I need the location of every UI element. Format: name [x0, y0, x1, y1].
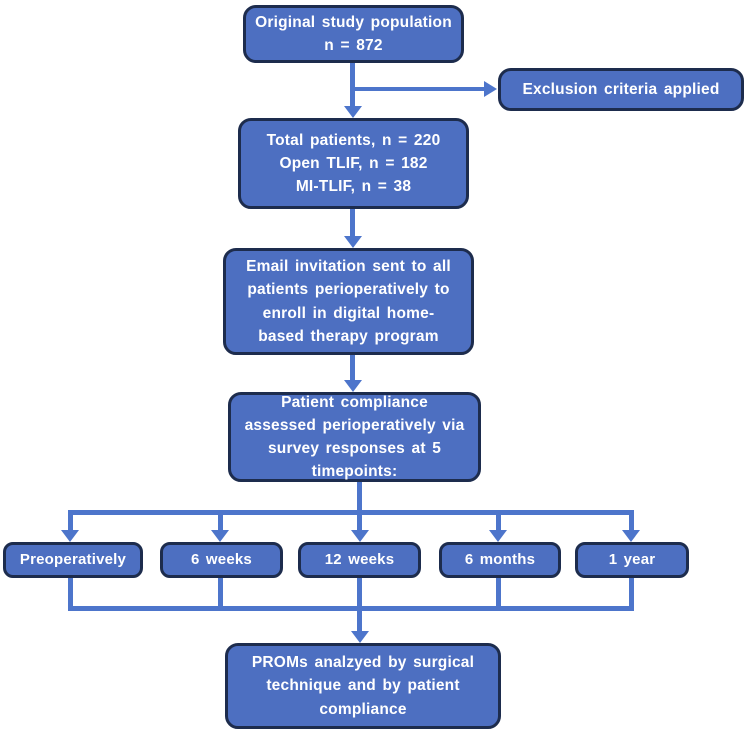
- arrow-line-original-to-total: [350, 62, 355, 106]
- node-original-population: Original study population n = 872: [243, 5, 464, 63]
- node-timepoint-6-months: 6 months: [439, 542, 561, 578]
- collector-stub-line: [218, 577, 223, 608]
- node-text: Patient compliance assessed perioperativ…: [244, 393, 465, 481]
- node-text-line: MI-TLIF, n = 38: [295, 178, 412, 196]
- node-text: Email invitation sent to all patients pe…: [246, 258, 451, 345]
- node-timepoint-6-weeks: 6 weeks: [160, 542, 283, 578]
- node-text-line: Open TLIF, n = 182: [279, 154, 428, 172]
- arrow-line-collector-to-proms: [357, 606, 362, 632]
- node-timepoint-1-year: 1 year: [575, 542, 689, 578]
- arrowhead-right-icon: [484, 81, 497, 97]
- arrow-line-total-to-email: [350, 207, 355, 236]
- node-text-line: 1 year: [608, 551, 656, 568]
- arrowhead-down-icon: [344, 106, 362, 118]
- collector-stub-line: [68, 577, 73, 608]
- node-proms-analyzed: PROMs analzyed by surgical technique and…: [225, 643, 501, 729]
- node-timepoint-preoperatively: Preoperatively: [3, 542, 143, 578]
- node-text-line: Preoperatively: [19, 551, 127, 568]
- collector-stub-line: [357, 577, 362, 608]
- arrowhead-down-icon: [489, 530, 507, 542]
- node-text-line: 12 weeks: [324, 551, 395, 568]
- arrow-line-email-to-compliance: [350, 354, 355, 380]
- node-text-line: 6 weeks: [191, 551, 252, 568]
- node-timepoint-12-weeks: 12 weeks: [298, 542, 421, 578]
- branch-drop-line: [68, 513, 73, 530]
- node-text: PROMs analzyed by surgical technique and…: [251, 654, 475, 718]
- collector-stub-line: [629, 577, 634, 608]
- node-compliance-assessed: Patient compliance assessed perioperativ…: [228, 392, 481, 482]
- arrow-line-to-exclusion: [352, 87, 484, 91]
- node-text-line: Exclusion criteria applied: [522, 80, 720, 98]
- branch-drop-line: [496, 513, 501, 530]
- node-text-line: 6 months: [464, 551, 536, 568]
- node-total-patients: Total patients, n = 220 Open TLIF, n = 1…: [238, 118, 469, 209]
- node-text-line: n = 872: [324, 37, 383, 54]
- arrowhead-down-icon: [61, 530, 79, 542]
- branch-horizontal-line: [68, 510, 634, 515]
- branch-drop-line: [629, 513, 634, 530]
- arrowhead-down-icon: [211, 530, 229, 542]
- node-email-invitation: Email invitation sent to all patients pe…: [223, 248, 474, 355]
- collector-stub-line: [496, 577, 501, 608]
- node-text-line: Total patients, n = 220: [266, 131, 441, 149]
- arrow-line-compliance-to-branch: [357, 481, 362, 530]
- arrowhead-down-icon: [344, 236, 362, 248]
- node-text-line: Original study population: [255, 13, 452, 31]
- arrowhead-down-icon: [344, 380, 362, 392]
- arrowhead-down-icon: [351, 631, 369, 643]
- node-exclusion-criteria: Exclusion criteria applied: [498, 68, 744, 111]
- arrowhead-down-icon: [622, 530, 640, 542]
- arrowhead-down-icon: [351, 530, 369, 542]
- branch-drop-line: [218, 513, 223, 530]
- collector-horizontal-line: [68, 606, 634, 611]
